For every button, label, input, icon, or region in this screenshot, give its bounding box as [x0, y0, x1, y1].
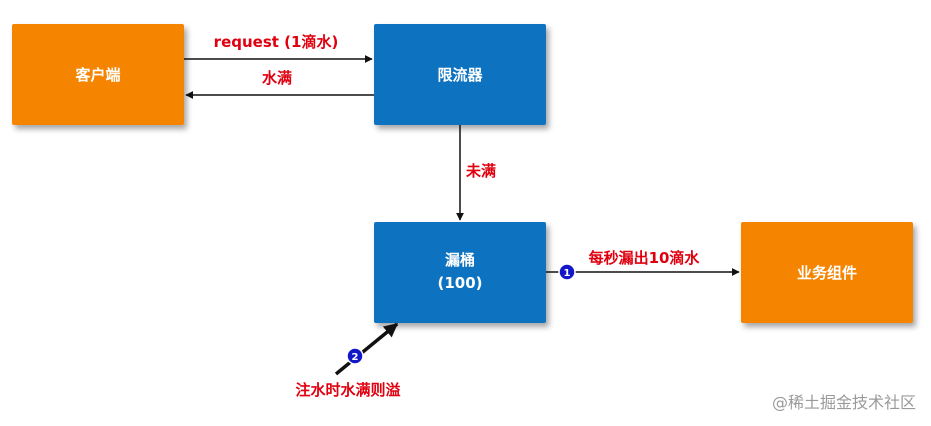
client-node: 客户端	[12, 24, 184, 125]
bucket-capacity: (100)	[437, 274, 482, 292]
client-box	[12, 24, 184, 125]
bucket-node: 漏桶 (100)	[374, 222, 546, 323]
service-node: 业务组件	[741, 222, 913, 323]
leak-badge: 1	[558, 263, 576, 281]
limiter-label: 限流器	[437, 66, 483, 84]
request-label: request (1滴水)	[214, 33, 339, 51]
bucket-box	[374, 222, 546, 323]
watermark-text: @稀土掘金技术社区	[772, 393, 916, 412]
limiter-box	[374, 24, 546, 125]
full-label: 水满	[262, 69, 292, 87]
inflow-arrow	[334, 322, 399, 376]
leak-label: 每秒漏出10滴水	[589, 249, 701, 267]
not-full-label: 未满	[465, 162, 496, 180]
inflow-badge: 2	[346, 347, 364, 365]
inflow-badge-circle	[346, 347, 364, 365]
limiter-node: 限流器	[374, 24, 546, 125]
service-box	[741, 222, 913, 323]
bucket-label: 漏桶	[445, 251, 475, 269]
inflow-badge-number: 2	[352, 352, 359, 363]
inflow-label: 注水时水满则溢	[295, 381, 400, 399]
leak-badge-circle	[558, 263, 576, 281]
leak-badge-number: 1	[564, 268, 571, 279]
client-label: 客户端	[74, 66, 120, 84]
service-label: 业务组件	[797, 264, 857, 282]
